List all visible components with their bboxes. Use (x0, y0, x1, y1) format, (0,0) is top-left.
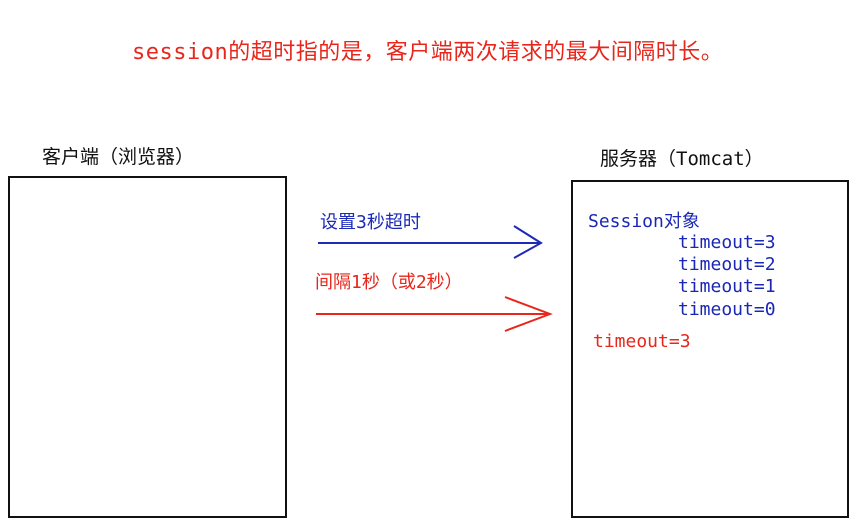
server-box (571, 180, 849, 518)
client-box (8, 176, 287, 518)
diagram-heading: session的超时指的是，客户端两次请求的最大间隔时长。 (132, 40, 724, 65)
timeout-value-1: timeout=1 (678, 276, 776, 297)
timeout-value-2: timeout=2 (678, 254, 776, 275)
interval-label: 间隔1秒（或2秒） (315, 272, 463, 293)
timeout-value-3: timeout=3 (678, 232, 776, 253)
session-object-label: Session对象 (588, 211, 700, 232)
set-timeout-label: 设置3秒超时 (320, 212, 421, 233)
blue-arrow (318, 225, 543, 259)
server-title: 服务器（Tomcat） (600, 148, 764, 170)
timeout-value-0: timeout=0 (678, 299, 776, 320)
timeout-reset-label: timeout=3 (593, 331, 691, 352)
red-arrow-head (504, 296, 553, 332)
client-title: 客户端（浏览器） (42, 146, 195, 168)
blue-arrow-head (513, 225, 543, 259)
red-arrow (316, 296, 553, 332)
